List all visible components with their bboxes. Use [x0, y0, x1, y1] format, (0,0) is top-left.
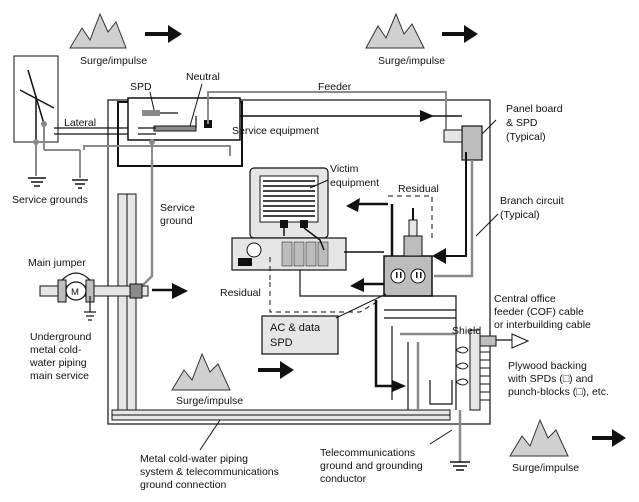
piping-label-1: Underground — [30, 331, 91, 343]
main-jumper-label: Main jumper — [28, 257, 86, 269]
branch-circuit-label-1: Branch circuit — [500, 195, 564, 207]
surge-label: Surge/impulse — [512, 462, 579, 474]
service-equipment-label: Service equipment — [232, 125, 319, 137]
service-ground-label-2: ground — [160, 215, 193, 227]
neutral-label: Neutral — [186, 71, 220, 83]
telecom-label-3: conductor — [320, 473, 367, 485]
shield-label: Shield — [452, 325, 481, 337]
piping-label-4: main service — [30, 370, 89, 382]
panel-board-label-3: (Typical) — [506, 131, 546, 143]
piping-label-2: metal cold- — [30, 344, 82, 356]
ac-data-spd-outlet — [383, 208, 433, 297]
surge-bottom-right: Surge/impulse — [509, 418, 626, 474]
surge-label: Surge/impulse — [176, 395, 243, 407]
service-equipment-box — [117, 97, 243, 167]
telecom-label-2: ground and grounding — [320, 460, 423, 472]
plywood-backing — [469, 329, 491, 411]
computer — [231, 167, 347, 271]
utility-pole — [13, 55, 88, 189]
residual-left-label: Residual — [220, 287, 261, 299]
piping-label-3: water piping — [29, 357, 87, 369]
metal-pipe-label-1: Metal cold-water piping — [140, 453, 248, 465]
panel-board-label-2: & SPD — [506, 117, 538, 129]
cof-label-1: Central office — [494, 293, 556, 305]
ac-data-label-1: AC & data — [270, 322, 321, 334]
cof-label-2: feeder (COF) cable — [494, 306, 584, 318]
spd-label: SPD — [130, 81, 152, 93]
plywood-label-1: Plywood backing — [508, 360, 587, 372]
metal-pipe-label-2: system & telecommunications — [140, 466, 279, 478]
lateral-label: Lateral — [64, 117, 96, 129]
service-grounds-label: Service grounds — [12, 194, 88, 206]
panel-board — [443, 119, 497, 161]
ac-data-label-2: SPD — [270, 337, 293, 349]
metal-pipe-label-3: ground connection — [140, 479, 227, 491]
surge-label: Surge/impulse — [80, 55, 147, 67]
victim-label-2: equipment — [330, 177, 379, 189]
ac-data-spd-box — [261, 315, 339, 355]
service-ground-label-1: Service — [160, 202, 195, 214]
building-outline — [107, 99, 491, 425]
meter-label: M — [71, 287, 79, 298]
branch-circuit-label-2: (Typical) — [500, 209, 540, 221]
plywood-label-3: punch-blocks (□), etc. — [508, 386, 609, 398]
surge-label: Surge/impulse — [378, 55, 445, 67]
plywood-label-2: with SPDs (□) and — [507, 373, 593, 385]
panel-board-label-1: Panel board — [506, 103, 563, 115]
feeder-label: Feeder — [318, 81, 352, 93]
surge-bottom-center: Surge/impulse — [171, 352, 294, 407]
water-main: M — [39, 272, 149, 321]
victim-label-1: Victim — [330, 163, 359, 175]
surge-top-left: Surge/impulse — [69, 12, 182, 67]
telecom-label-1: Telecommunications — [320, 447, 415, 459]
residual-top-label: Residual — [398, 183, 439, 195]
surge-top-center: Surge/impulse — [365, 12, 478, 67]
cof-label-3: or interbuilding cable — [494, 319, 591, 331]
